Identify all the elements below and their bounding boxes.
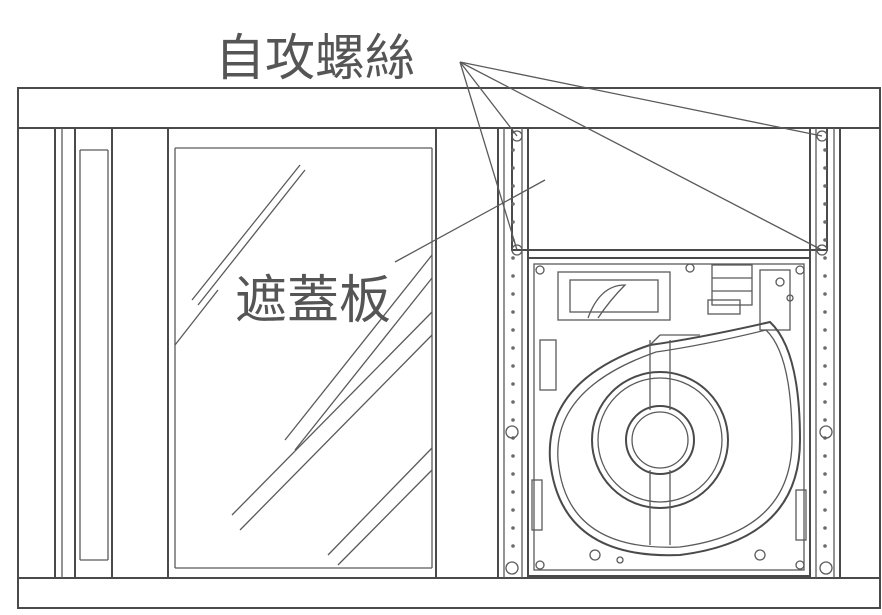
- rail-hole: [823, 490, 827, 494]
- rail-hole: [511, 418, 515, 422]
- rail-hole: [511, 328, 515, 332]
- rail-hole: [823, 508, 827, 512]
- rail-hole: [511, 400, 515, 404]
- rail-hole: [823, 328, 827, 332]
- rail-hole: [511, 490, 515, 494]
- rail-hole: [511, 454, 515, 458]
- rail-hole: [511, 508, 515, 512]
- rail-hole: [823, 310, 827, 314]
- rail-hole: [823, 526, 827, 530]
- screw-top-right: [816, 130, 828, 142]
- rail-hole: [511, 292, 515, 296]
- outer-frame: [17, 87, 881, 609]
- rail-hole: [823, 364, 827, 368]
- rail-hole: [511, 364, 515, 368]
- rail-hole: [823, 256, 827, 260]
- screw-leader-lines: [459, 61, 823, 251]
- rail-hole: [823, 166, 827, 170]
- rail-hole: [823, 220, 827, 224]
- screw-bottom-right: [819, 561, 833, 575]
- terminal-block: [711, 264, 753, 306]
- screw-bottom-left: [505, 561, 519, 575]
- rail-hole: [511, 310, 515, 314]
- screw-low-right: [819, 425, 833, 439]
- rail-hole: [511, 544, 515, 548]
- fan-unit: [527, 257, 811, 577]
- door-frame: [54, 128, 169, 578]
- screw-low-left: [505, 425, 519, 439]
- screw-mid-left: [511, 244, 523, 256]
- rail-hole: [511, 346, 515, 350]
- rail-hole: [511, 220, 515, 224]
- cover-plate: [511, 127, 828, 251]
- rail-hole: [823, 400, 827, 404]
- rail-hole: [823, 346, 827, 350]
- right-mounting-rail: [809, 127, 841, 579]
- motor-hub: [625, 405, 695, 475]
- rail-hole: [511, 202, 515, 206]
- rail-hole: [823, 454, 827, 458]
- rail-hole: [823, 238, 827, 242]
- rail-hole: [823, 184, 827, 188]
- rail-hole: [823, 544, 827, 548]
- rail-hole: [823, 472, 827, 476]
- screw-top-left: [511, 130, 523, 142]
- screws: [505, 130, 833, 575]
- impeller-outer-ring: [591, 371, 729, 509]
- control-box: [557, 271, 671, 321]
- rail-hole: [823, 202, 827, 206]
- glass-panel: [167, 127, 437, 579]
- rail-hole: [511, 382, 515, 386]
- rail-hole: [823, 418, 827, 422]
- rail-hole: [511, 526, 515, 530]
- rail-hole: [511, 148, 515, 152]
- rail-hole: [511, 166, 515, 170]
- rail-hole: [823, 382, 827, 386]
- rail-hole: [823, 292, 827, 296]
- rail-hole: [511, 472, 515, 476]
- rail-hole: [511, 256, 515, 260]
- rail-hole: [511, 274, 515, 278]
- rail-hole: [823, 148, 827, 152]
- rail-hole: [823, 274, 827, 278]
- screw-mid-right: [816, 244, 828, 256]
- cover-plate-label: 遮蓋板: [235, 271, 391, 331]
- screw-label: 自攻螺絲: [215, 29, 415, 87]
- cover-plate-leader-line: [394, 179, 546, 263]
- scroll-housing: [548, 320, 802, 557]
- rail-hole: [511, 184, 515, 188]
